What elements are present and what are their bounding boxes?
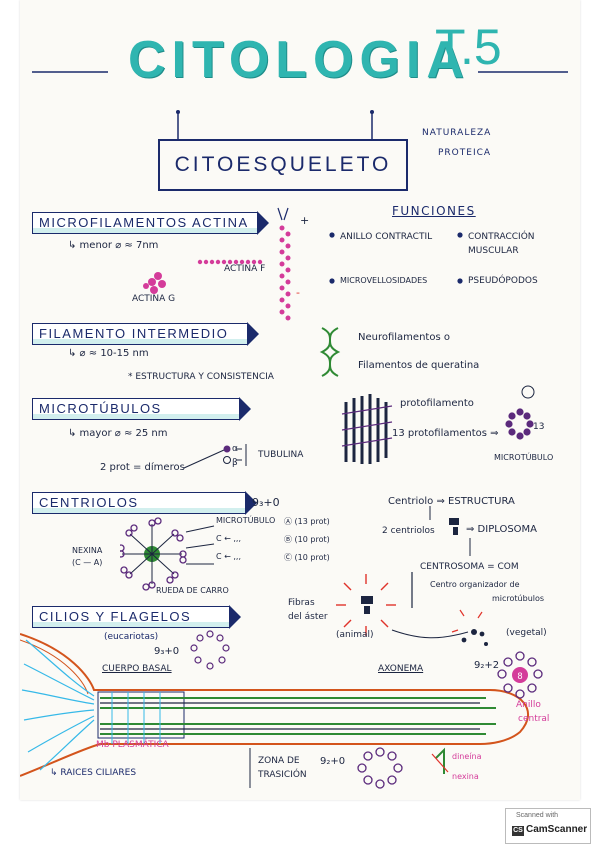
filamento-note: * ESTRUCTURA Y CONSISTENCIA — [128, 372, 274, 382]
cmo-label-1: Centro organizador de — [430, 580, 520, 589]
centriolo-row-left: MICROTÚBULO — [216, 516, 276, 525]
vegetal-cell-icon — [451, 609, 488, 646]
dineina-label: dineína — [452, 752, 482, 761]
camscanner-logo-icon: CS — [512, 826, 524, 836]
beta-label: β — [232, 458, 238, 468]
centriolos-formula: 9₃+0 — [252, 496, 280, 509]
banner-microtubulos: MICROTÚBULOS — [32, 397, 251, 421]
anillo-central-label-1: Anillo — [516, 700, 541, 710]
zona-formula: 9₂+0 — [320, 756, 346, 767]
header-box-label: CITOESQUELETO — [174, 153, 392, 176]
banner-centriolos: CENTRIOLOS — [32, 491, 257, 515]
protofilamentos-label: 13 protofilamentos ⇒ — [392, 428, 499, 439]
zona-label-1: ZONA DE — [258, 756, 300, 766]
raices-label: ↳ RAICES CILIARES — [50, 768, 137, 778]
funcion-item: PSEUDÓPODOS — [468, 276, 538, 286]
rueda-de-carro-label: RUEDA DE CARRO — [156, 586, 229, 595]
tubulina-label: TUBULINA — [258, 450, 304, 460]
cuerpo-basal-label: CUERPO BASAL — [102, 664, 172, 674]
vegetal-label: (vegetal) — [506, 628, 547, 638]
header-box: CITOESQUELETO — [158, 139, 408, 191]
page-title: CITOLOGIA — [128, 31, 470, 89]
microtubule-cross-section-icon — [505, 385, 535, 440]
centriole-cartwheel-icon — [120, 517, 215, 591]
centrosoma-label: CENTROSOMA = COM — [420, 562, 519, 572]
microtubulos-size: ↳ mayor ⌀ ≈ 25 nm — [68, 428, 168, 439]
thirteen-label: 13 — [533, 422, 545, 432]
zona-label-2: TRASICIÓN — [258, 770, 307, 780]
camscanner-brand-label: CamScanner — [526, 824, 588, 835]
anillo-central-label-2: central — [518, 714, 550, 724]
scanned-with-label: Scanned with — [516, 812, 559, 819]
eucariotas-label: (eucariotas) — [104, 632, 159, 642]
banner-filamento-intermedio: FILAMENTO INTERMEDIO — [32, 322, 259, 346]
centriolo-row-right: Ⓑ (10 prot) — [284, 535, 330, 544]
basal-body-icon — [190, 630, 230, 670]
funcion-item: CONTRACCIÓN MUSCULAR — [468, 232, 535, 256]
axonema-label: AXONEMA — [378, 664, 424, 674]
microtubulo-label: MICROTÚBULO — [494, 453, 554, 462]
actin-drawings — [143, 207, 291, 321]
funcion-item: MICROVELLOSIDADES — [340, 276, 428, 285]
diplosoma-label: ⇒ DIPLOSOMA — [466, 524, 538, 535]
notes-page: CITOLOGIA T.5 CITOESQUELETO NATURALEZA P… — [20, 0, 580, 800]
title-lines — [32, 71, 568, 140]
aster-animal-icon — [336, 574, 396, 636]
centriolo-row-right: Ⓐ (13 prot) — [284, 517, 330, 526]
banner-cilios: CILIOS Y FLAGELOS — [32, 605, 241, 629]
axonema-formula: 9₂+2 — [474, 660, 500, 671]
nexina-legend-label: nexina — [452, 772, 479, 781]
actina-f-label: ACTINA F — [224, 264, 266, 274]
filamento-size: ↳ ⌀ ≈ 10-15 nm — [68, 348, 149, 359]
svg-text:8: 8 — [517, 671, 522, 681]
cilium-diagram: 8 — [20, 633, 543, 789]
nexina-ca-label: (C — A) — [72, 558, 103, 567]
nature-note-1: NATURALEZA — [422, 128, 492, 138]
centriolo-row-left: C ← ,,, — [216, 534, 242, 543]
actina-g-icon — [143, 272, 166, 294]
animal-label: (animal) — [336, 630, 374, 640]
centriolo-row-right: Ⓒ (10 prot) — [284, 553, 330, 562]
actina-f-icon — [197, 259, 263, 265]
neurofilamentos-label: Neurofilamentos o — [358, 332, 450, 343]
basal-formula: 9₃+0 — [154, 646, 180, 657]
centriolo-estructura: Centriolo ⇒ ESTRUCTURA — [388, 496, 515, 507]
centriolo-row-left: C ← ,,, — [216, 552, 242, 561]
alpha-label: α — [232, 444, 238, 454]
fibras-label-1: Fibras — [288, 598, 315, 608]
centrosoma-arrows — [391, 506, 471, 639]
banner-microfilamentos: MICROFILAMENTOS ACTINA — [32, 211, 269, 235]
actin-filament-icon — [277, 207, 291, 321]
protofilament-bundle-icon — [341, 394, 393, 464]
microfilamentos-size: ↳ menor ⌀ ≈ 7nm — [68, 240, 159, 251]
nature-note-2: PROTEICA — [438, 148, 492, 158]
funciones-bullets — [329, 232, 463, 284]
dimeros-label: 2 prot = dímeros — [100, 462, 185, 473]
dos-centriolos-label: 2 centriolos — [382, 526, 435, 536]
diplosome-icon — [449, 518, 459, 535]
fibras-label-2: del áster — [288, 612, 328, 622]
minus-end: - — [296, 286, 300, 299]
tubulin-dimer-icon — [183, 444, 247, 469]
funciones-heading: FUNCIONES — [392, 204, 476, 218]
actina-g-label: ACTINA G — [132, 294, 176, 304]
plus-end: + — [300, 214, 310, 227]
topic-number: T.5 — [435, 19, 502, 75]
intermediate-filament-icon — [319, 327, 341, 377]
nexina-label: NEXINA — [72, 546, 103, 555]
protofilamento-label: protofilamento — [400, 398, 474, 409]
cmo-label-2: microtúbulos — [492, 594, 545, 603]
queratina-label: Filamentos de queratina — [358, 360, 480, 371]
funcion-item: ANILLO CONTRACTIL — [340, 232, 433, 242]
mb-plasmatica-label: Mb PLASMÁTICA — [96, 740, 169, 750]
